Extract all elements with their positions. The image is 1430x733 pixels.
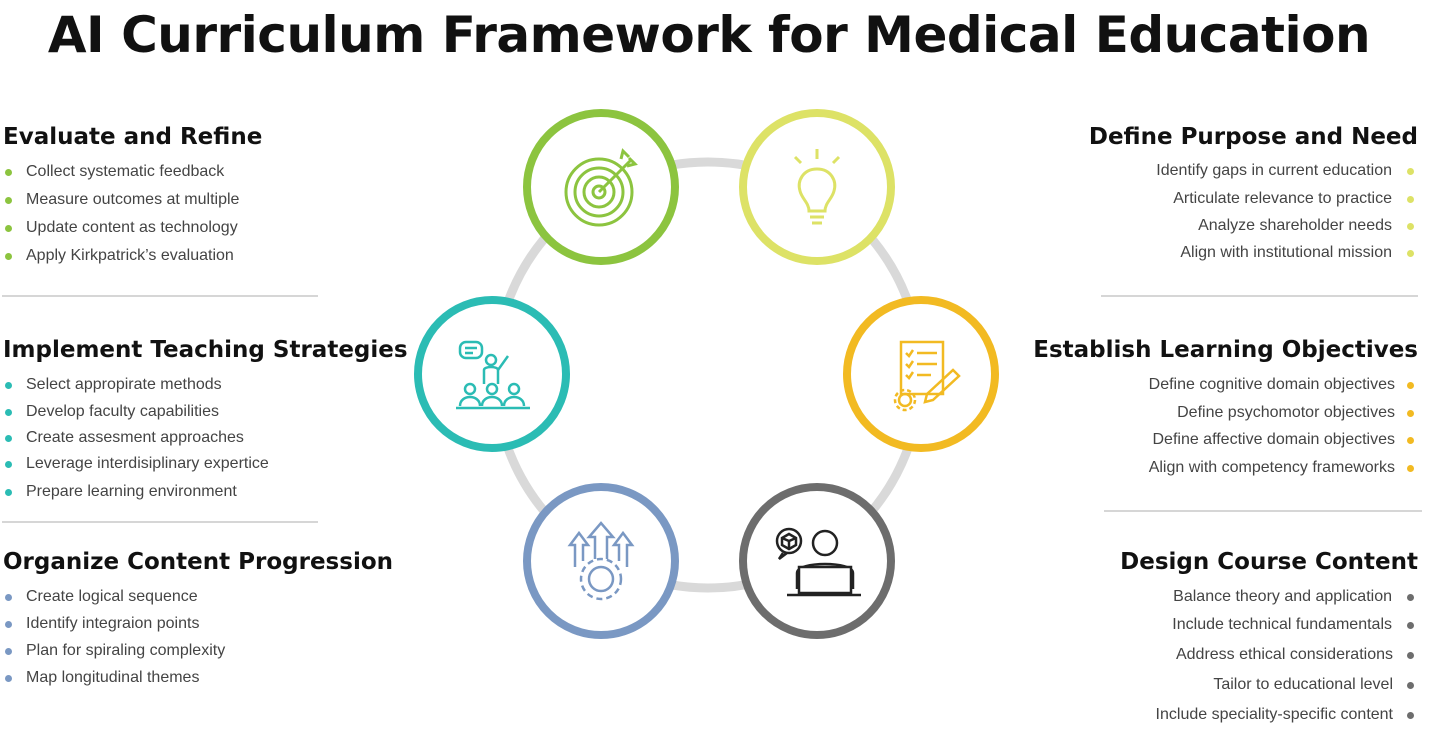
bullet-dot bbox=[5, 435, 12, 442]
list-item: Align with institutional mission bbox=[1089, 243, 1418, 263]
section-define-purpose: Define Purpose and Need Identify gaps in… bbox=[1089, 124, 1418, 263]
list-item: Articulate relevance to practice bbox=[1089, 189, 1418, 209]
section-heading: Evaluate and Refine bbox=[3, 124, 263, 150]
bullet-dot bbox=[5, 648, 12, 655]
list-item: Define affective domain objectives bbox=[1033, 430, 1418, 450]
target-icon bbox=[564, 148, 638, 227]
divider bbox=[2, 521, 318, 523]
section-heading: Establish Learning Objectives bbox=[1033, 337, 1418, 363]
ring-evaluate bbox=[523, 109, 679, 265]
list-item: Analyze shareholder needs bbox=[1089, 216, 1418, 236]
bullet-dot bbox=[5, 382, 12, 389]
gear-arrows-icon bbox=[567, 521, 635, 601]
list-item: Identify integraion points bbox=[3, 614, 393, 634]
ring-establish bbox=[843, 296, 999, 452]
bullet-dot bbox=[5, 197, 12, 204]
divider bbox=[2, 295, 318, 297]
ring-organize bbox=[523, 483, 679, 639]
section-establish-objectives: Establish Learning Objectives Define cog… bbox=[1033, 337, 1418, 478]
list-item: Leverage interdisiplinary expertice bbox=[3, 454, 408, 474]
bullet-dot bbox=[5, 169, 12, 176]
list-item: Update content as technology bbox=[3, 218, 262, 238]
bullet-dot bbox=[1407, 437, 1414, 444]
list-item: Include speciality-specific content bbox=[1120, 705, 1418, 725]
section-organize-content: Organize Content Progression Create logi… bbox=[3, 549, 393, 688]
bullet-dot bbox=[5, 621, 12, 628]
bullet-dot bbox=[5, 489, 12, 496]
checklist-pencil-icon bbox=[893, 340, 961, 412]
section-heading: Define Purpose and Need bbox=[1088, 124, 1418, 150]
section-implement-teaching: Implement Teaching Strategies Select app… bbox=[3, 337, 408, 502]
bullet-dot bbox=[1407, 223, 1414, 230]
list-item: Develop faculty capabilities bbox=[3, 402, 408, 422]
list-item: Define cognitive domain objectives bbox=[1033, 375, 1418, 395]
list-item: Identify gaps in current education bbox=[1089, 161, 1418, 181]
section-design-content: Design Course Content Balance theory and… bbox=[1120, 549, 1418, 725]
divider bbox=[1101, 295, 1418, 297]
page-title: AI Curriculum Framework for Medical Educ… bbox=[47, 6, 1371, 64]
ring-design bbox=[739, 483, 895, 639]
bullet-dot bbox=[1407, 382, 1414, 389]
lightbulb-icon bbox=[793, 149, 841, 225]
list-item: Prepare learning environment bbox=[3, 482, 408, 502]
bullet-dot bbox=[1407, 622, 1414, 629]
section-heading: Organize Content Progression bbox=[3, 549, 394, 575]
list-item: Plan for spiraling complexity bbox=[3, 641, 393, 661]
list-item: Address ethical considerations bbox=[1120, 645, 1418, 665]
bullet-dot bbox=[5, 675, 12, 682]
bullet-dot bbox=[5, 461, 12, 468]
list-item: Apply Kirkpatrick’s evaluation bbox=[3, 246, 262, 266]
section-heading: Implement Teaching Strategies bbox=[3, 337, 408, 363]
bullet-dot bbox=[1407, 410, 1414, 417]
bullet-dot bbox=[1407, 712, 1414, 719]
ring-define-purpose bbox=[739, 109, 895, 265]
list-item: Map longitudinal themes bbox=[3, 668, 393, 688]
section-heading: Design Course Content bbox=[1120, 549, 1418, 575]
list-item: Define psychomotor objectives bbox=[1033, 403, 1418, 423]
bullet-dot bbox=[1407, 250, 1414, 257]
bullet-dot bbox=[1407, 682, 1414, 689]
teacher-audience-icon bbox=[456, 340, 530, 410]
list-item: Balance theory and application bbox=[1120, 587, 1418, 607]
laptop-user-icon bbox=[775, 527, 861, 597]
list-item: Include technical fundamentals bbox=[1120, 615, 1418, 635]
divider bbox=[1104, 510, 1422, 512]
list-item: Collect systematic feedback bbox=[3, 162, 262, 182]
list-item: Select appropirate methods bbox=[3, 375, 408, 395]
list-item: Align with competency frameworks bbox=[1033, 458, 1418, 478]
bullet-dot bbox=[5, 594, 12, 601]
bullet-dot bbox=[5, 253, 12, 260]
bullet-dot bbox=[5, 409, 12, 416]
bullet-dot bbox=[1407, 594, 1414, 601]
bullet-dot bbox=[1407, 196, 1414, 203]
ring-implement bbox=[414, 296, 570, 452]
section-evaluate-refine: Evaluate and Refine Collect systematic f… bbox=[3, 124, 262, 266]
list-item: Measure outcomes at multiple bbox=[3, 190, 262, 210]
list-item: Tailor to educational level bbox=[1120, 675, 1418, 695]
list-item: Create logical sequence bbox=[3, 587, 393, 607]
bullet-dot bbox=[5, 225, 12, 232]
list-item: Create assesment approaches bbox=[3, 428, 408, 448]
bullet-dot bbox=[1407, 652, 1414, 659]
bullet-dot bbox=[1407, 465, 1414, 472]
bullet-dot bbox=[1407, 168, 1414, 175]
